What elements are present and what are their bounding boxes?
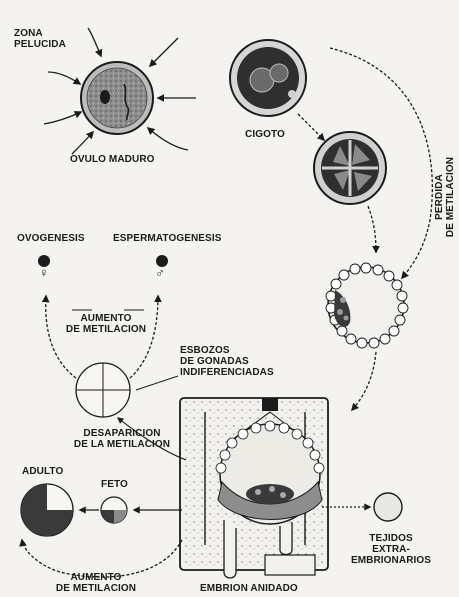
- indifferent-gonad: [76, 363, 130, 417]
- label-cigoto: CIGOTO: [245, 129, 285, 140]
- adult: [21, 484, 73, 536]
- four-cell-embryo: [314, 132, 386, 204]
- label-ovogenesis: OVOGENESIS: [17, 233, 85, 244]
- label-embrion-anidado: EMBRION ANIDADO: [200, 583, 298, 594]
- label-desaparicion-metilacion: DESAPARICION DE LA METILACION: [68, 428, 176, 450]
- label-adulto: ADULTO: [22, 466, 63, 477]
- label-perdida-metilacion: PERDIDA DE METILACION: [434, 155, 456, 239]
- blastocyst: [326, 263, 408, 348]
- symbol-male: ♂: [155, 266, 165, 280]
- label-espermatogenesis: ESPERMATOGENESIS: [113, 233, 221, 244]
- label-zona-pelucida: ZONA PELUCIDA: [14, 28, 66, 50]
- label-tejidos-extraembrionarios: TEJIDOS EXTRA- EMBRIONARIOS: [345, 533, 437, 566]
- label-aumento-metilacion-top: AUMENTO DE METILACION: [56, 313, 156, 335]
- implanted-embryo: [180, 398, 328, 578]
- fetus: [101, 497, 127, 523]
- label-feto: FETO: [101, 479, 128, 490]
- mature-oocyte: [44, 28, 196, 154]
- zygote: [230, 40, 306, 116]
- label-ovulo-maduro: OVULO MADURO: [70, 154, 155, 165]
- label-esbozos-gonadas: ESBOZOS DE GONADAS INDIFERENCIADAS: [180, 345, 274, 378]
- symbol-female: ♀: [39, 266, 49, 280]
- extraembryonic-tissue: [374, 493, 402, 521]
- label-aumento-metilacion-bottom: AUMENTO DE METILACION: [46, 572, 146, 594]
